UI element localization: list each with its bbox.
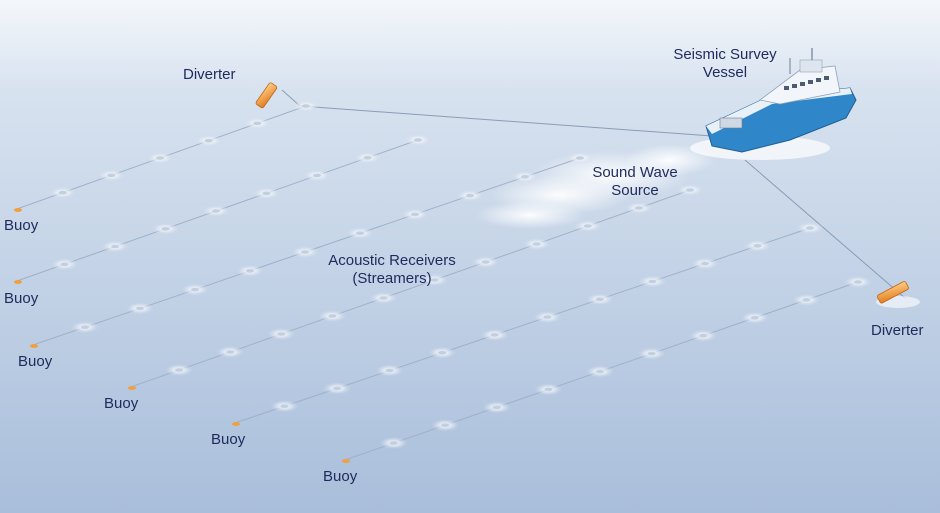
receiver-node-core — [175, 368, 184, 372]
receiver-node-core — [492, 405, 501, 410]
receiver-node-core — [246, 269, 254, 273]
receiver-node-core — [136, 306, 144, 311]
receiver-node-core — [328, 314, 337, 318]
receiver-node-core — [466, 193, 474, 198]
streamers-group — [13, 100, 872, 462]
receiver-node-core — [700, 261, 709, 266]
sound-wave-label-line1: Sound Wave — [592, 164, 678, 181]
receiver-node-core — [226, 350, 235, 354]
receiver-node-core — [156, 156, 164, 160]
receiver-node-core — [313, 173, 321, 178]
receiver-node-core — [750, 316, 759, 320]
buoy-label: Buoy — [4, 290, 39, 307]
receiver-node-core — [302, 104, 310, 108]
receiver-node-core — [699, 333, 708, 338]
receiver-node-core — [333, 386, 342, 391]
receiver-node-core — [161, 227, 170, 231]
receiver-node-core — [441, 423, 450, 428]
receiver-node-core — [595, 297, 604, 302]
buoy-icon — [30, 344, 38, 348]
receiver-node-core — [280, 404, 289, 409]
receiver-node-core — [81, 325, 89, 330]
receiver-node-core — [411, 212, 419, 217]
receiver-node-core — [107, 173, 116, 178]
receiver-node-core — [301, 250, 309, 254]
buoy-icon — [14, 208, 22, 212]
receivers-label-line1: Acoustic Receivers — [328, 252, 456, 269]
buoy-icon — [14, 280, 22, 284]
ship-icon — [690, 48, 857, 160]
vessel-label-line2: Vessel — [702, 64, 748, 81]
buoy-label: Buoy — [211, 431, 246, 448]
sound-wave-label: Sound Wave Source — [582, 164, 688, 200]
receiver-node-core — [60, 262, 69, 267]
receivers-label: Acoustic Receivers (Streamers) — [312, 252, 472, 288]
receiver-node-core — [438, 350, 447, 355]
receiver-node-core — [753, 244, 762, 248]
receiver-node-core — [253, 121, 262, 126]
receiver-node-core — [430, 278, 439, 282]
buoy-icon — [342, 459, 350, 463]
receiver-node-core — [389, 441, 398, 445]
buoy-label: Buoy — [323, 468, 358, 485]
receiver-node-core — [277, 332, 286, 336]
sound-wave-cloud — [475, 144, 715, 229]
diverter-left-icon — [255, 82, 278, 109]
receiver-node-core — [356, 231, 364, 235]
receiver-node-core — [543, 315, 552, 319]
buoy-icon — [128, 386, 136, 390]
receiver-node-core — [576, 156, 584, 160]
receiver-node-core — [379, 296, 388, 300]
receiver-node-core — [490, 333, 499, 337]
receiver-node-core — [212, 209, 220, 213]
receiver-node-core — [385, 368, 394, 373]
buoy-label: Buoy — [18, 353, 53, 370]
receiver-node-core — [262, 191, 271, 196]
receiver-node-core — [111, 244, 119, 249]
receiver-node-core — [583, 224, 592, 228]
receiver-node-core — [204, 138, 213, 143]
receivers-label-line2: (Streamers) — [352, 270, 432, 287]
receiver-node-core — [58, 190, 67, 195]
receiver-node-core — [806, 226, 814, 230]
vessel-label: Seismic Survey Vessel — [664, 46, 786, 82]
receiver-node-core — [532, 242, 541, 246]
sound-wave-label-line2: Source — [611, 182, 659, 199]
receiver-node-core — [521, 175, 529, 179]
buoy-label: Buoy — [104, 395, 139, 412]
vessel-label-line1: Seismic Survey — [673, 46, 777, 63]
receiver-node-core — [686, 188, 694, 192]
receiver-node-core — [191, 287, 199, 292]
receiver-node-core — [854, 280, 862, 284]
buoy-label: Buoy — [4, 217, 39, 234]
receiver-node-core — [363, 156, 372, 160]
receiver-node-core — [648, 279, 657, 284]
receiver-node-core — [634, 206, 643, 210]
receiver-node-core — [596, 369, 604, 374]
receiver-node-core — [544, 387, 553, 392]
buoy-icon — [232, 422, 240, 426]
diverter-left-label: Diverter — [183, 66, 236, 83]
receiver-node-core — [414, 138, 422, 142]
receiver-node-core — [647, 351, 656, 356]
receiver-node-core — [481, 260, 490, 264]
diverter-right-label: Diverter — [871, 322, 924, 339]
diverter-right-icon — [876, 281, 920, 308]
receiver-node-core — [802, 298, 811, 302]
buoys-group — [14, 208, 350, 463]
